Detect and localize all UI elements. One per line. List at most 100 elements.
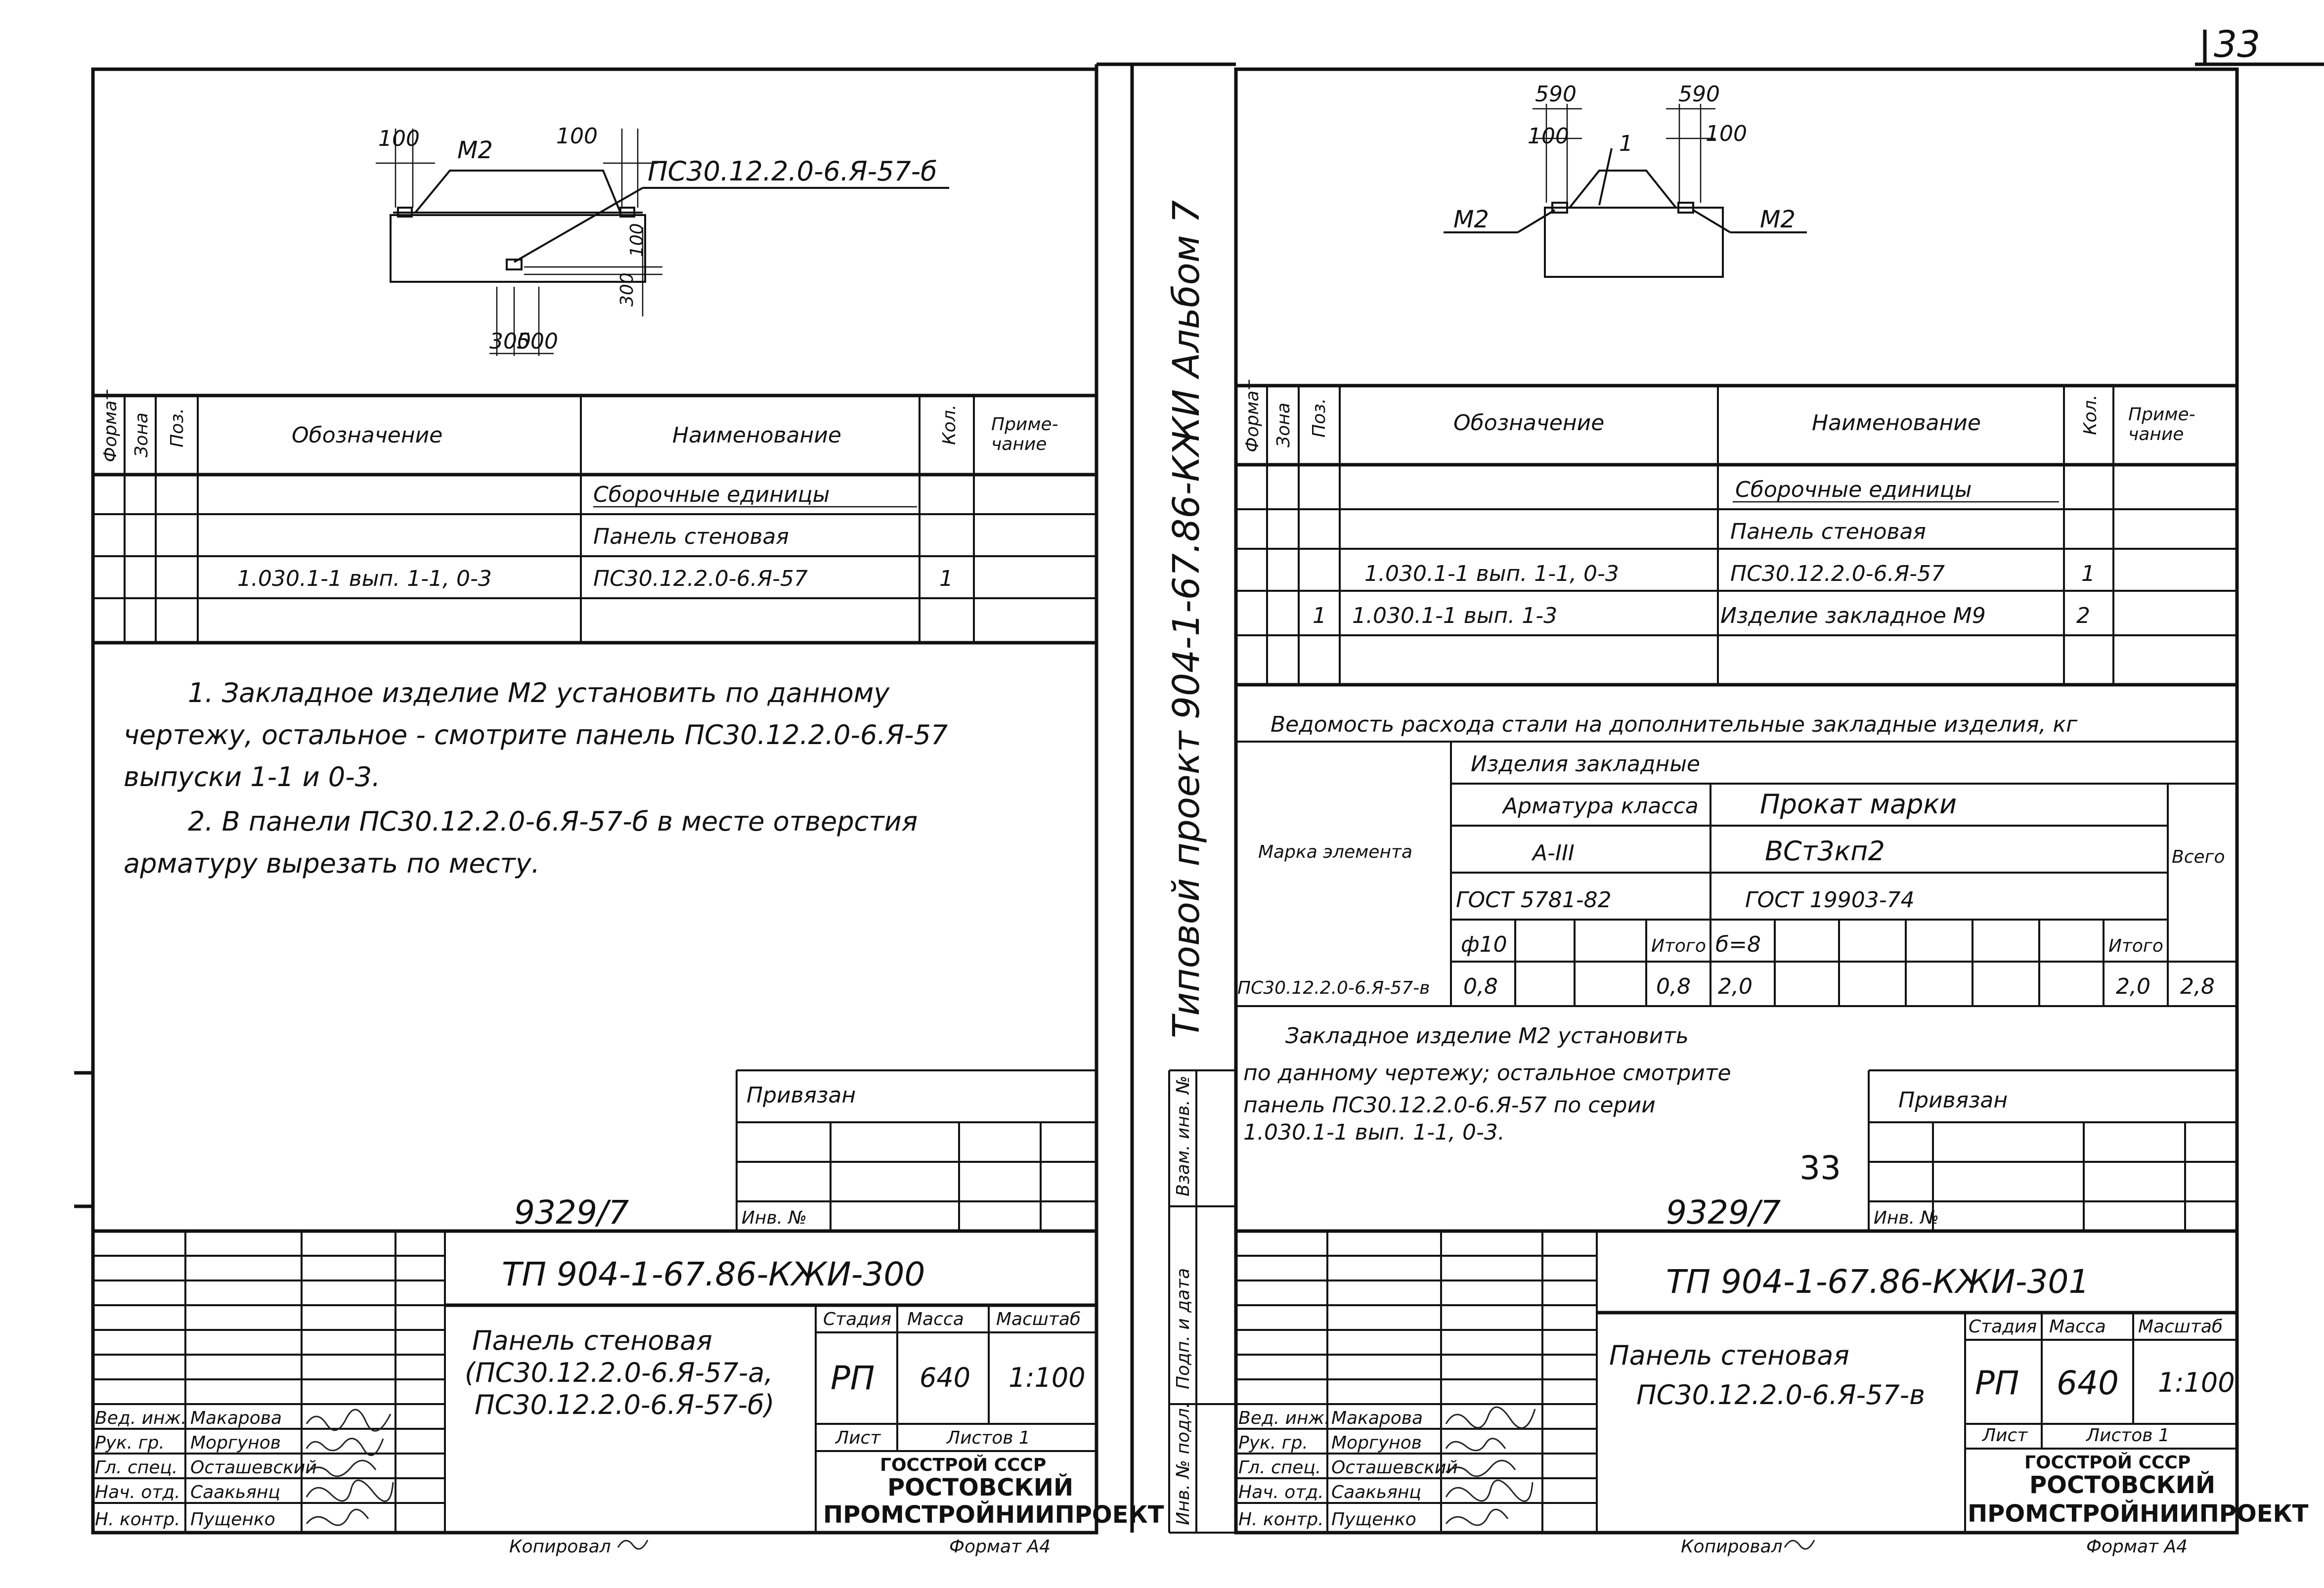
left-label-m2: М2 xyxy=(457,136,493,164)
right-row-2-naim: Панель стеновая xyxy=(1730,519,1926,544)
right-tb-masshtab: 1:100 xyxy=(2158,1367,2235,1398)
left-role-5: Н. контр. xyxy=(95,1509,180,1530)
right-header-zona: Зона xyxy=(1273,402,1294,447)
left-dim-500-horizontal: 500 xyxy=(517,329,558,354)
left-signature-5 xyxy=(306,1508,369,1526)
left-header-kol: Кол. xyxy=(939,404,960,445)
right-steel-table: Ведомость расхода стали на дополнительны… xyxy=(1236,712,2237,1007)
right-tb-org-2: РОСТОВСКИЙ xyxy=(2029,1471,2215,1499)
right-note-line-1: Закладное изделие М2 установить xyxy=(1285,1023,1689,1049)
right-row-1-naim: Сборочные единицы xyxy=(1735,477,1972,502)
right-name-2: Моргунов xyxy=(1331,1433,1422,1453)
right-header-kol: Кол. xyxy=(2080,395,2101,435)
steel-delta: б=8 xyxy=(1715,932,1761,957)
left-callout-label: ПС30.12.2.0-6.Я-57-б xyxy=(648,156,937,187)
left-title-block: ТП 904-1-67.86-КЖИ-300 Панель стеновая (… xyxy=(74,1071,1164,1557)
left-dim-100-left: 100 xyxy=(378,126,420,151)
steel-izdeliya: Изделия закладные xyxy=(1471,751,1700,777)
right-signature-1 xyxy=(1445,1406,1536,1429)
left-header-poz: Поз. xyxy=(167,408,187,447)
right-role-1: Вед. инж. xyxy=(1238,1408,1330,1428)
left-tb-masshtab-label: Масштаб xyxy=(996,1309,1081,1329)
inv-label-podp: Подп. и дата xyxy=(1173,1268,1193,1389)
left-header-oboznachenie: Обозначение xyxy=(292,423,442,448)
right-tb-masshtab-label: Масштаб xyxy=(2138,1317,2223,1337)
left-row-3-obozn: 1.030.1-1 вып. 1-1, 0-3 xyxy=(237,566,492,591)
right-kopiroval: Копировал xyxy=(1681,1537,1783,1557)
left-privyazan-block: Привязан Инв. № 9329/7 xyxy=(514,1069,1096,1232)
right-tb-org-1: ГОССТРОЙ СССР xyxy=(2024,1452,2191,1473)
right-label-1: 1 xyxy=(1619,131,1633,156)
right-format: Формат А4 xyxy=(2086,1537,2188,1557)
right-row-3-naim: ПС30.12.2.0-6.Я-57 xyxy=(1730,561,1945,586)
steel-itogo2: Итого xyxy=(2108,936,2163,956)
right-signature-4 xyxy=(1445,1479,1534,1502)
left-detail-drawing: 100 М2 100 ПС30.12.2.0-6.Я-57-б 100 300 … xyxy=(376,124,949,356)
right-row-4-kol: 2 xyxy=(2076,603,2090,628)
right-tb-code: ТП 904-1-67.86-КЖИ-301 xyxy=(1666,1263,2089,1301)
right-note-line-3: панель ПС30.12.2.0-6.Я-57 по серии xyxy=(1243,1093,1656,1118)
right-tb-stadiya-label: Стадия xyxy=(1969,1317,2037,1337)
left-header-format: Формат xyxy=(100,390,121,462)
steel-v5: 2,8 xyxy=(2180,974,2215,999)
right-row-4-obozn: 1.030.1-1 вып. 1-3 xyxy=(1352,603,1557,628)
steel-title: Ведомость расхода стали на дополнительны… xyxy=(1271,712,2078,737)
right-header-prim-1: Приме- xyxy=(2128,404,2195,425)
left-dim-100-right: 100 xyxy=(556,124,598,149)
right-name-4: Саакьянц xyxy=(1331,1482,1421,1502)
left-name-3: Осташевский xyxy=(190,1457,317,1478)
right-name-1: Макарова xyxy=(1331,1408,1423,1428)
left-role-1: Вед. инж. xyxy=(95,1408,186,1428)
steel-itogo1: Итого xyxy=(1651,936,1706,956)
left-spec-table: Формат Зона Поз. Обозначение Наименовани… xyxy=(93,390,1096,645)
left-signature-4 xyxy=(306,1479,394,1502)
steel-armatura: Арматура класса xyxy=(1501,794,1699,819)
left-format: Формат А4 xyxy=(949,1537,1051,1557)
left-role-2: Рук. гр. xyxy=(95,1433,165,1453)
left-tb-stadiya: РП xyxy=(831,1359,875,1397)
right-header-naimenovanie: Наименование xyxy=(1812,410,1981,436)
right-role-2: Рук. гр. xyxy=(1238,1433,1308,1453)
left-sheet: 100 М2 100 ПС30.12.2.0-6.Я-57-б 100 300 … xyxy=(74,67,1164,1557)
right-title-block: ТП 904-1-67.86-КЖИ-301 Панель стеновая П… xyxy=(1236,1229,2309,1557)
left-note-line-4: 2. В панели ПС30.12.2.0-6.Я-57-б в месте… xyxy=(188,806,918,837)
left-dim-100-vertical: 100 xyxy=(627,223,647,257)
left-row-3-kol: 1 xyxy=(939,566,953,591)
left-tb-name-2: (ПС30.12.2.0-6.Я-57-а, xyxy=(465,1357,773,1388)
right-row-3-kol: 1 xyxy=(2081,561,2095,586)
right-name-5: Пущенко xyxy=(1331,1509,1416,1530)
right-tb-name-1: Панель стеновая xyxy=(1609,1340,1849,1371)
left-tb-stadiya-label: Стадия xyxy=(823,1309,891,1329)
left-tb-org-2: РОСТОВСКИЙ xyxy=(887,1473,1073,1501)
steel-element: ПС30.12.2.0-6.Я-57-в xyxy=(1237,978,1430,998)
right-privyazan-label: Привязан xyxy=(1898,1088,2008,1113)
right-dim-100-left: 100 xyxy=(1528,124,1569,149)
steel-v1: 0,8 xyxy=(1463,974,1498,999)
left-tb-org-1: ГОССТРОЙ СССР xyxy=(880,1455,1046,1475)
right-note-line-4: 1.030.1-1 вып. 1-1, 0-3. xyxy=(1243,1120,1505,1145)
steel-v4: 2,0 xyxy=(2116,974,2150,999)
left-row-2-naim: Панель стеновая xyxy=(593,524,789,549)
steel-vsego: Всего xyxy=(2172,847,2225,867)
left-tb-org-3: ПРОМСТРОЙНИИПРОЕКТ xyxy=(823,1500,1164,1529)
page-number: 33 xyxy=(2214,23,2260,66)
steel-prokat: Прокат марки xyxy=(1760,789,1957,820)
left-role-4: Нач. отд. xyxy=(95,1482,180,1502)
left-tb-massa: 640 xyxy=(920,1362,970,1393)
right-privyazan-block: Привязан Инв. № 9329/7 xyxy=(1666,1069,2237,1232)
left-tb-code: ТП 904-1-67.86-КЖИ-300 xyxy=(502,1255,925,1293)
right-signature-2 xyxy=(1445,1438,1506,1452)
right-dim-590-left: 590 xyxy=(1535,82,1577,107)
center-title: Типовой проект 904-1-67.86-КЖИ Альбом 7 xyxy=(1165,200,1208,1038)
left-header-naimenovanie: Наименование xyxy=(672,423,841,448)
left-tb-name-3: ПС30.12.2.0-6.Я-57-б) xyxy=(475,1389,775,1420)
left-note-line-5: арматуру вырезать по месту. xyxy=(124,848,540,879)
inv-label-inv: Инв. № подл. xyxy=(1173,1403,1193,1525)
left-tb-name-1: Панель стеновая xyxy=(472,1325,712,1356)
right-notes: Закладное изделие М2 установить по данно… xyxy=(1243,1023,1841,1187)
left-tb-massa-label: Масса xyxy=(907,1309,964,1329)
right-header-format: Формат xyxy=(1242,380,1263,452)
left-tb-list-label: Лист xyxy=(834,1428,881,1448)
steel-v2: 0,8 xyxy=(1656,974,1691,999)
